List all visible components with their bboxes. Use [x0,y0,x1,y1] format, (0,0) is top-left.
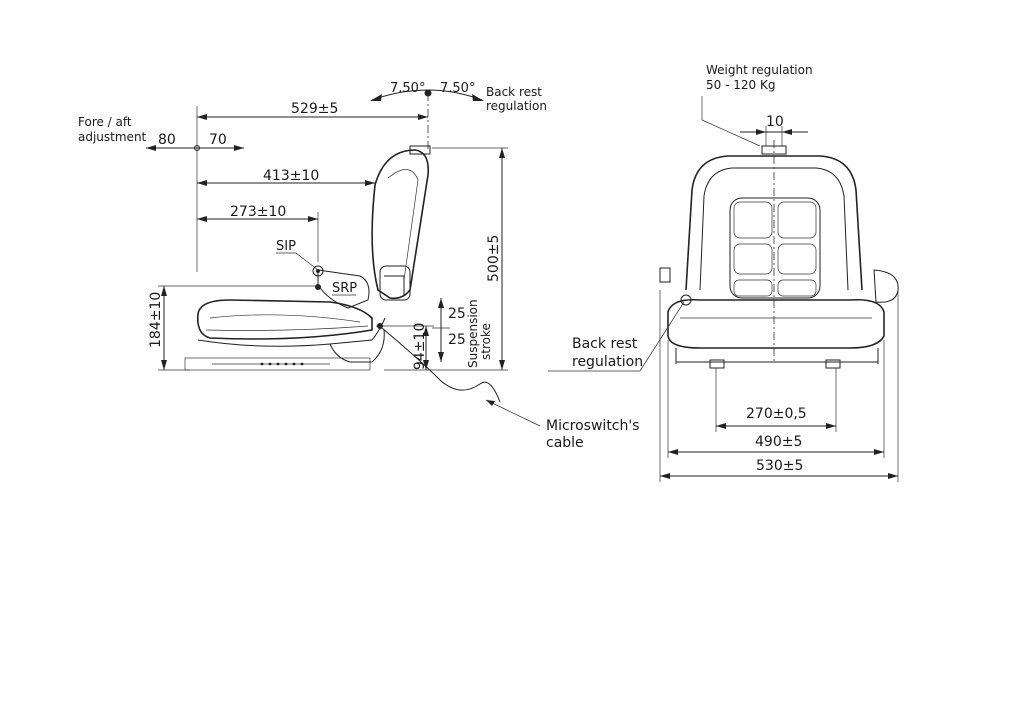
srp-label: SRP [332,281,357,296]
backrest-regulation-label-1: Back rest [486,85,542,99]
angle-left-text: 7.50° [390,81,425,96]
weight-regulation-label-1: Weight regulation [706,63,813,77]
front-view: Weight regulation 50 - 120 Kg 10 [548,63,899,482]
suspension-up: 25 [448,306,466,322]
dim-seat-width: 490±5 [755,434,802,450]
sip-label: SIP [276,239,296,254]
backrest-front [685,155,863,291]
dim-sip-height: 94±10 [412,323,428,370]
dim-rail-spacing: 270±0,5 [746,406,807,422]
slide-rail [184,357,371,371]
weight-regulation-label-2: 50 - 120 Kg [706,78,775,92]
seat-cushion [196,299,373,340]
angle-right-text: 7.50° [440,81,475,96]
angle-arrow-right [472,94,484,101]
backrest-knob [409,145,431,155]
backrest-side [371,149,430,300]
seat-front [667,298,885,349]
angle-arrow-left [370,94,382,101]
aft-value: 70 [209,132,227,148]
suspension-label-2: stroke [479,323,493,360]
fore-aft-label-1: Fore / aft [78,115,132,129]
microswitch-label-2: cable [546,435,584,451]
suspension-label-1: Suspension [466,299,480,368]
fore-value: 80 [158,132,176,148]
suspension-down: 25 [448,332,466,348]
dim-sip-depth: 273±10 [230,204,286,220]
backrest-regulation-front-1: Back rest [572,336,638,352]
dim-total-height: 500±5 [486,235,502,282]
dim-overall-width: 530±5 [756,458,803,474]
microswitch-label-1: Microswitch's [546,418,640,434]
dim-seat-height: 184±10 [148,292,164,348]
side-view: 7.50° 7.50° Back rest regulation Fore / … [78,81,640,451]
backrest-regulation-front-2: regulation [572,354,643,370]
dim-overall-length: 529±5 [291,101,338,117]
dim-backrest-depth: 413±10 [263,168,319,184]
fore-aft-label-2: adjustment [78,130,147,144]
backrest-regulation-label-2: regulation [486,99,547,113]
dim-knob: 10 [766,114,784,130]
